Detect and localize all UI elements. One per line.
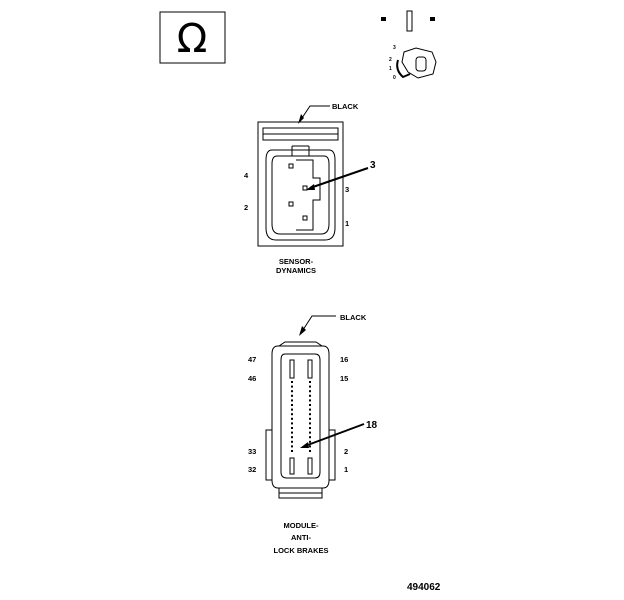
pin-cavity bbox=[291, 427, 293, 429]
pin-cavity bbox=[291, 413, 293, 416]
probe-pin-label: 3 bbox=[393, 45, 396, 51]
pin-cavity bbox=[309, 404, 311, 406]
pin-cavity bbox=[309, 417, 311, 420]
connector-name: ANTI- bbox=[291, 533, 311, 542]
pin-cavity bbox=[291, 436, 293, 439]
pin-cavity bbox=[309, 445, 311, 448]
pin-label: 15 bbox=[340, 374, 348, 383]
pin-cavity bbox=[291, 408, 293, 411]
abs-module-connector: BLACK 47 46 33 32 16 15 2 1 18 MODULE- A… bbox=[248, 313, 378, 555]
pin-cavity bbox=[291, 417, 293, 420]
figure-number: 494062 bbox=[407, 582, 441, 593]
pin-cavity bbox=[309, 436, 311, 439]
connector-name: SENSOR- bbox=[279, 257, 314, 266]
pin-cavity bbox=[309, 427, 311, 429]
pin-cavity bbox=[309, 422, 311, 425]
pin-cavity bbox=[291, 445, 293, 448]
sensor-dynamics-connector: BLACK 4 2 3 1 3 SENSOR- DYNAMICS bbox=[244, 102, 376, 275]
pin-cavity bbox=[291, 450, 293, 452]
pin-cavity bbox=[309, 381, 311, 383]
pin-label: 4 bbox=[244, 171, 249, 180]
pin-label: 46 bbox=[248, 374, 256, 383]
pin-label: 1 bbox=[344, 465, 348, 474]
pin-cavity bbox=[291, 399, 293, 402]
pin-cavity bbox=[309, 385, 311, 388]
pin-cavity bbox=[291, 431, 293, 434]
pin-label: 2 bbox=[344, 447, 348, 456]
pin-label: 47 bbox=[248, 355, 256, 364]
pin-cavity bbox=[309, 399, 311, 402]
pin-label: 33 bbox=[248, 447, 256, 456]
pin-label: 2 bbox=[244, 203, 248, 212]
probe-pin-label: 2 bbox=[389, 57, 392, 63]
pin-cavity bbox=[291, 394, 293, 397]
pin-cavity bbox=[309, 413, 311, 416]
connector2-color-label: BLACK bbox=[340, 313, 367, 322]
probe-pin-label: 1 bbox=[389, 66, 392, 72]
pin-label: 1 bbox=[345, 219, 349, 228]
pin-cavity bbox=[309, 431, 311, 434]
callout-number: 18 bbox=[366, 420, 378, 431]
connector-name: DYNAMICS bbox=[276, 266, 316, 275]
ohm-symbol-box: Ω bbox=[159, 11, 226, 64]
probe-pin-label: 0 bbox=[393, 75, 396, 81]
pin-label: 3 bbox=[345, 185, 349, 194]
omega-icon: Ω bbox=[177, 16, 208, 62]
pin-label: 16 bbox=[340, 355, 348, 364]
pin-cavity bbox=[309, 390, 311, 393]
pin-cavity bbox=[291, 440, 293, 443]
connector-name: LOCK BRAKES bbox=[273, 546, 328, 555]
pin-label: 32 bbox=[248, 465, 256, 474]
pin-cavity bbox=[291, 404, 293, 406]
pin-cavity bbox=[291, 422, 293, 425]
connector-name: MODULE- bbox=[284, 521, 319, 530]
pin-cavity bbox=[291, 390, 293, 393]
probe-icon: 3 2 1 0 bbox=[381, 10, 437, 81]
pin-cavity bbox=[309, 394, 311, 397]
callout-number: 3 bbox=[370, 160, 376, 171]
pin-cavity bbox=[291, 381, 293, 383]
pin-cavity bbox=[309, 450, 311, 452]
connector1-color-label: BLACK bbox=[332, 102, 359, 111]
pin-grid bbox=[291, 381, 311, 452]
pin-cavity bbox=[291, 385, 293, 388]
pin-cavity bbox=[309, 408, 311, 411]
pin-cavity bbox=[309, 440, 311, 443]
